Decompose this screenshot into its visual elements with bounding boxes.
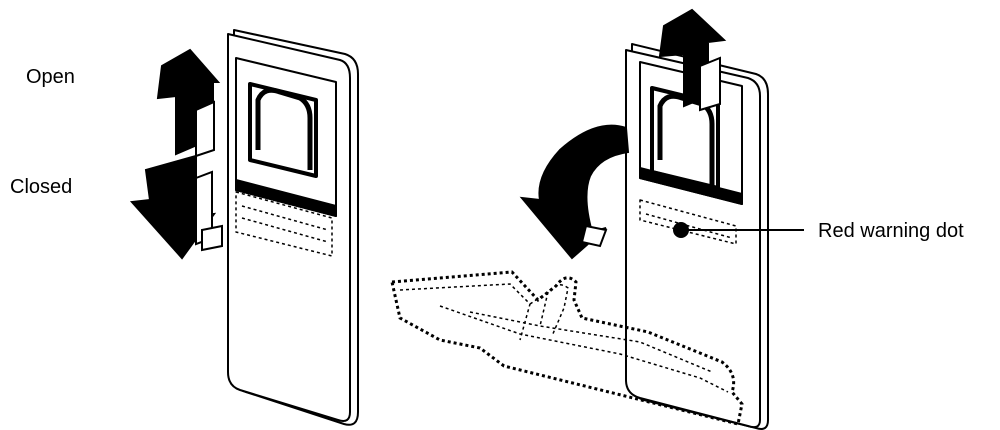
label-open: Open [26, 66, 75, 88]
down-arrow-icon [132, 156, 222, 258]
up-arrow-icon [158, 50, 218, 156]
curved-down-arrow-icon [522, 126, 628, 258]
label-red-warning-dot: Red warning dot [818, 220, 964, 242]
right-device [626, 44, 768, 429]
left-device [228, 30, 358, 425]
label-closed: Closed [10, 176, 72, 198]
